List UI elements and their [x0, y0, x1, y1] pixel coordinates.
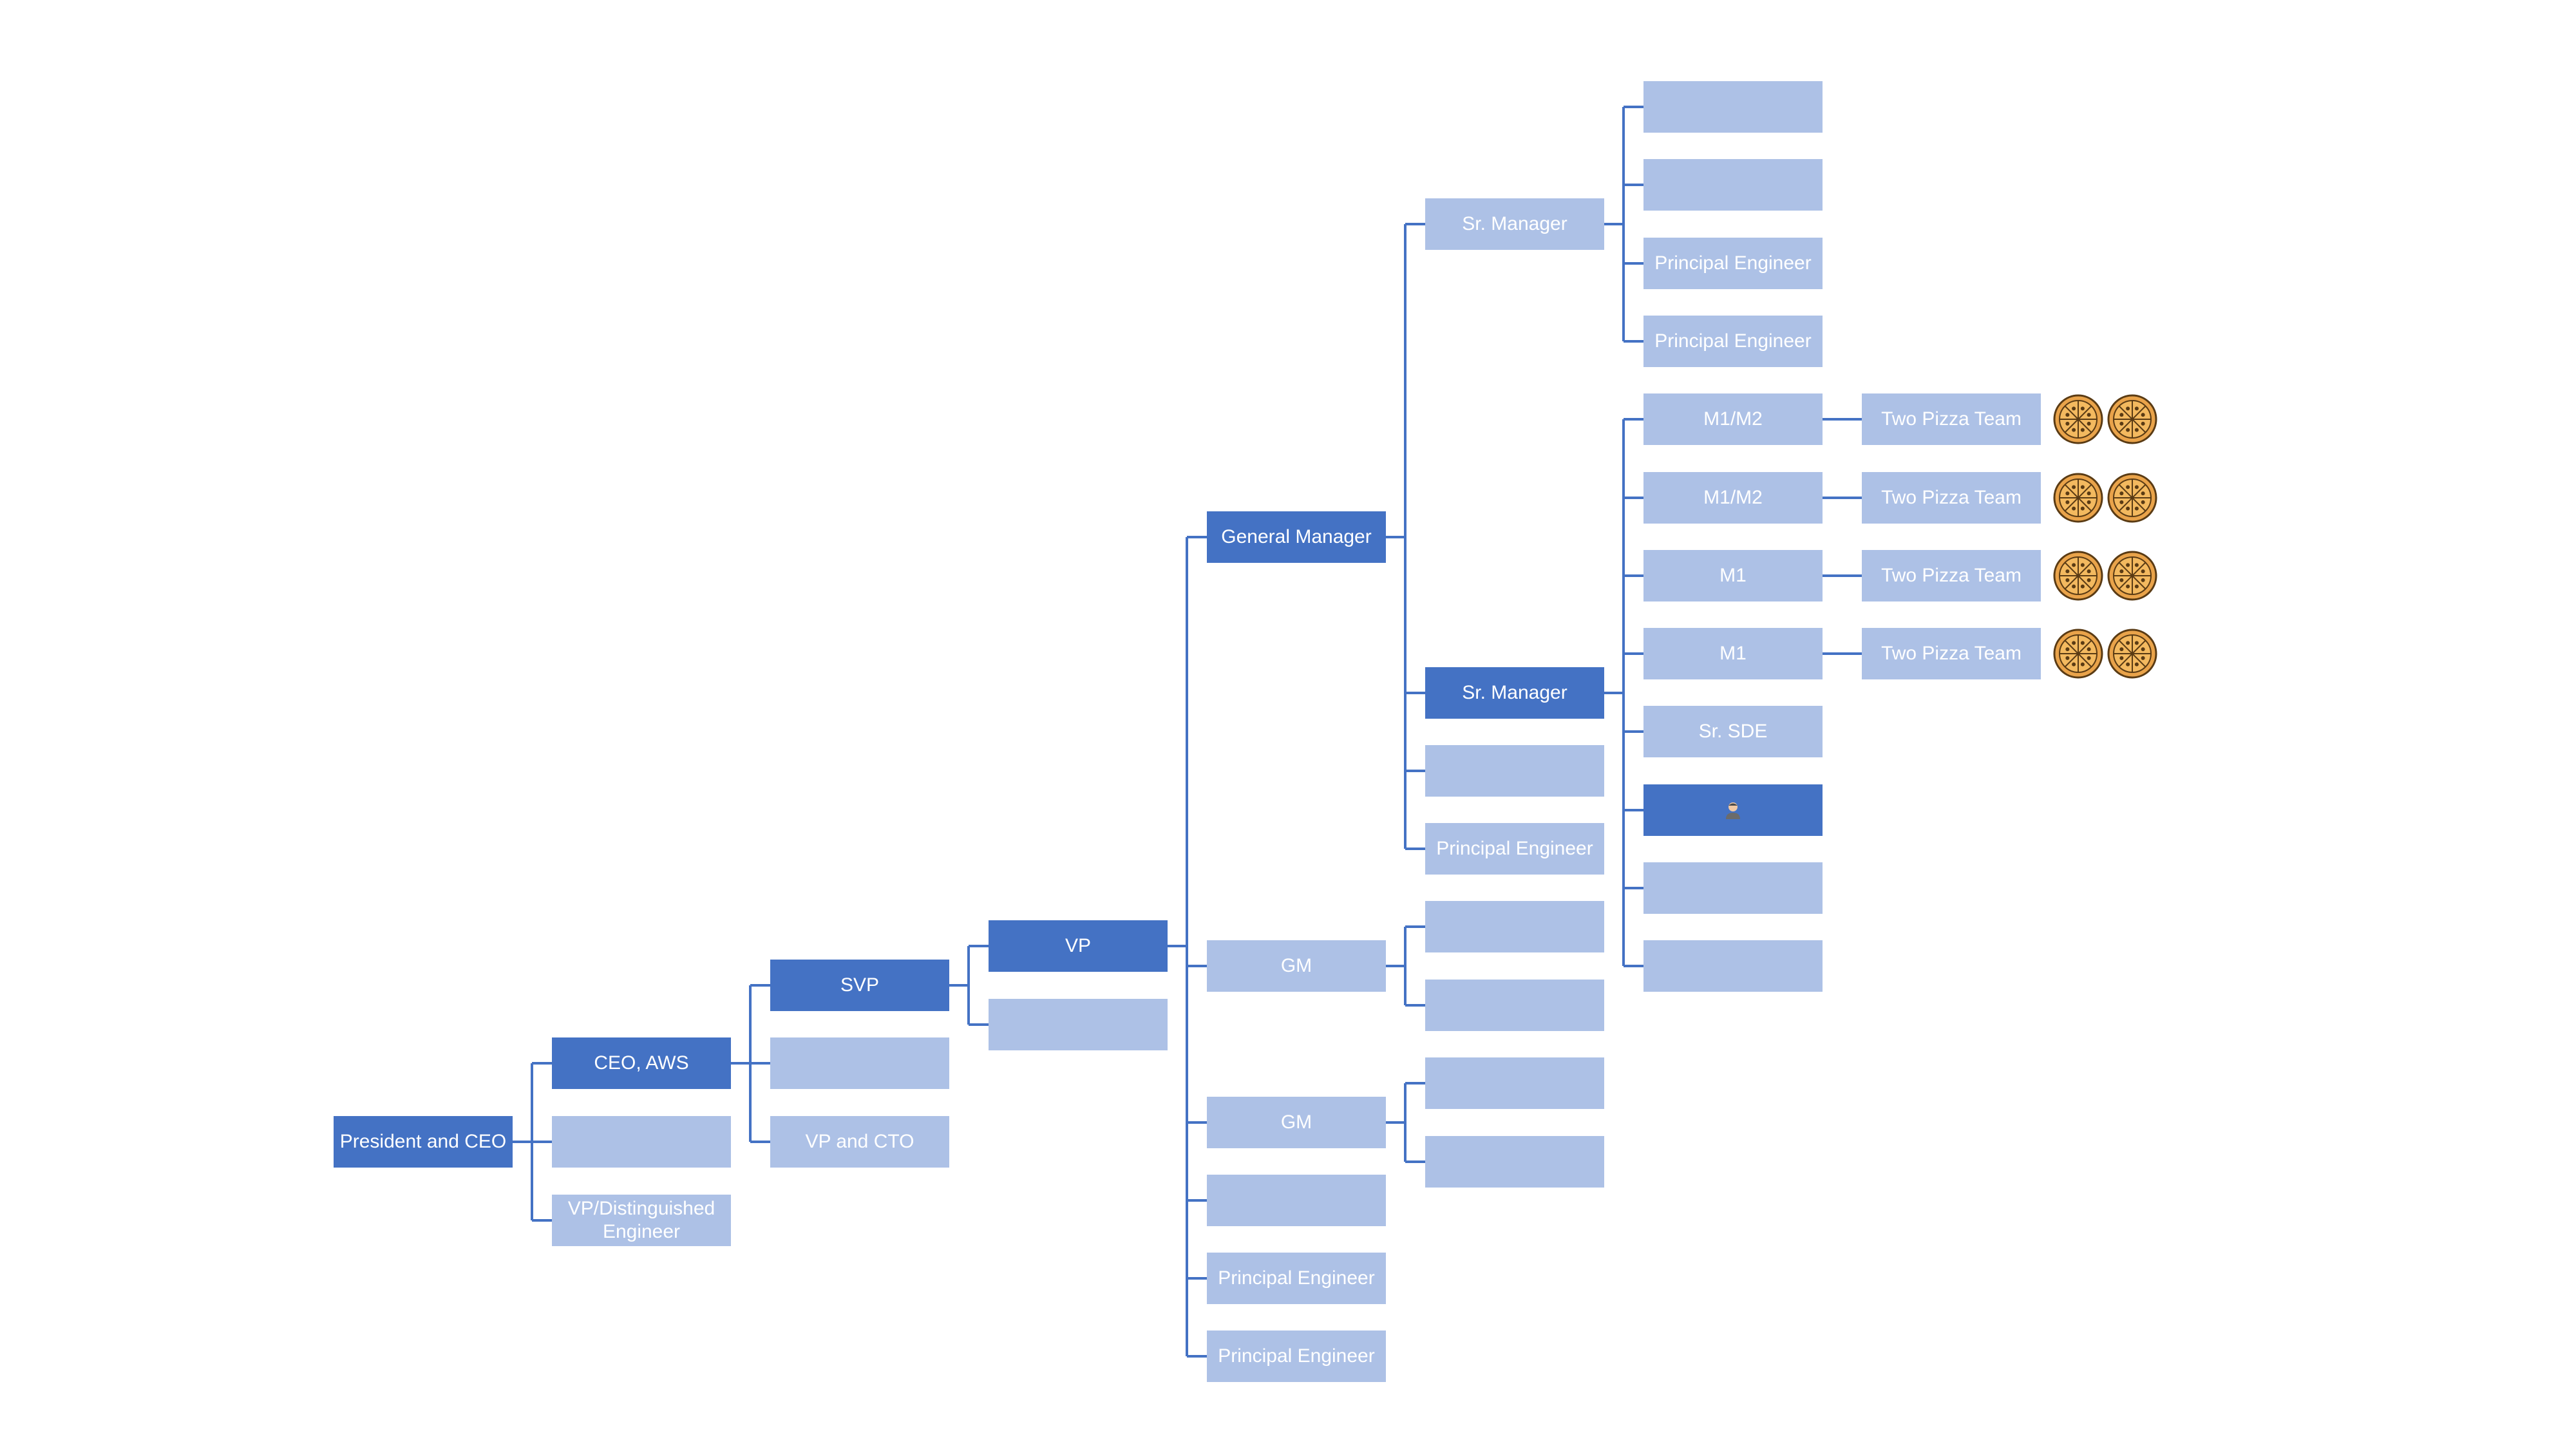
node-label: Sr. Manager — [1462, 682, 1567, 703]
node-principal-engineer[interactable]: Principal Engineer — [1643, 238, 1823, 289]
node-label: Sr. Manager — [1462, 213, 1567, 234]
node-two-pizza-team[interactable]: Two Pizza Team — [1862, 472, 2041, 524]
node-principal-engineer[interactable]: Principal Engineer — [1207, 1253, 1386, 1304]
node-label: GM — [1280, 1112, 1312, 1133]
node-empty[interactable] — [1643, 81, 1823, 133]
node-label: M1 — [1719, 643, 1747, 664]
pizza-icon — [2053, 629, 2103, 679]
node-label: Sr. SDE — [1698, 721, 1768, 742]
node-vp-cto[interactable]: VP and CTO — [770, 1116, 949, 1168]
node-label: Two Pizza Team — [1881, 408, 2022, 430]
node-label: Two Pizza Team — [1881, 643, 2022, 664]
node-label: Two Pizza Team — [1881, 487, 2022, 508]
pizza-icon — [2053, 394, 2103, 444]
node-empty[interactable] — [1207, 1175, 1386, 1226]
node-label: President and CEO — [339, 1131, 507, 1152]
pizza-icon — [2107, 629, 2157, 679]
node-two-pizza-team[interactable]: Two Pizza Team — [1862, 550, 2041, 601]
node-gm[interactable]: GM — [1207, 940, 1386, 992]
node-m1-m2[interactable]: M1/M2 — [1643, 393, 1823, 445]
node-label: GM — [1280, 955, 1312, 976]
node-label: CEO, AWS — [594, 1052, 689, 1074]
node-label: Two Pizza Team — [1881, 565, 2022, 586]
node-empty[interactable] — [989, 999, 1168, 1050]
node-sr-manager[interactable]: Sr. Manager — [1425, 198, 1604, 250]
node-general-manager[interactable]: General Manager — [1207, 511, 1386, 563]
node-label: M1/M2 — [1703, 408, 1763, 430]
person-icon — [1726, 802, 1740, 819]
pizza-icon — [2107, 473, 2157, 523]
node-m1[interactable]: M1 — [1643, 550, 1823, 601]
node-empty[interactable] — [1425, 745, 1604, 797]
pizza-icon — [2053, 473, 2103, 523]
node-gm[interactable]: GM — [1207, 1097, 1386, 1148]
node-empty[interactable] — [1643, 862, 1823, 914]
node-principal-engineer[interactable]: Principal Engineer — [1643, 316, 1823, 367]
node-label: Principal Engineer — [1654, 330, 1812, 352]
node-empty[interactable] — [552, 1116, 731, 1168]
node-label: Principal Engineer — [1218, 1345, 1375, 1367]
node-two-pizza-team[interactable]: Two Pizza Team — [1862, 393, 2041, 445]
node-empty[interactable] — [1425, 1057, 1604, 1109]
node-label: SVP — [840, 974, 880, 996]
node-empty[interactable] — [1643, 940, 1823, 992]
node-label: Principal Engineer — [1654, 252, 1812, 274]
node-two-pizza-team[interactable]: Two Pizza Team — [1862, 628, 2041, 679]
node-label: VP and CTO — [805, 1131, 914, 1152]
node-svp[interactable]: SVP — [770, 960, 949, 1011]
node-empty[interactable] — [1425, 901, 1604, 952]
node-highlighted-person[interactable] — [1643, 784, 1823, 836]
node-principal-engineer[interactable]: Principal Engineer — [1207, 1331, 1386, 1382]
node-principal-engineer[interactable]: Principal Engineer — [1425, 823, 1604, 875]
node-m1-m2[interactable]: M1/M2 — [1643, 472, 1823, 524]
node-sr-manager[interactable]: Sr. Manager — [1425, 667, 1604, 719]
node-label: VP — [1065, 935, 1092, 956]
node-label: General Manager — [1221, 526, 1372, 547]
node-label: Principal Engineer — [1218, 1267, 1375, 1289]
node-label: M1/M2 — [1703, 487, 1763, 508]
pizza-icon — [2107, 394, 2157, 444]
pizza-icon — [2107, 551, 2157, 601]
node-vp-distinguished-engineer[interactable]: VP/Distinguished Engineer — [552, 1195, 731, 1246]
pizza-icon — [2053, 551, 2103, 601]
node-empty[interactable] — [770, 1037, 949, 1089]
node-ceo-aws[interactable]: CEO, AWS — [552, 1037, 731, 1089]
node-empty[interactable] — [1643, 159, 1823, 211]
node-label: Principal Engineer — [1436, 838, 1593, 859]
node-vp[interactable]: VP — [989, 920, 1168, 972]
node-empty[interactable] — [1425, 1136, 1604, 1188]
node-empty[interactable] — [1425, 980, 1604, 1031]
node-president-ceo[interactable]: President and CEO — [334, 1116, 513, 1168]
node-m1[interactable]: M1 — [1643, 628, 1823, 679]
node-label: VP/Distinguished Engineer — [567, 1198, 715, 1242]
node-label: M1 — [1719, 565, 1747, 586]
node-sr-sde[interactable]: Sr. SDE — [1643, 706, 1823, 757]
